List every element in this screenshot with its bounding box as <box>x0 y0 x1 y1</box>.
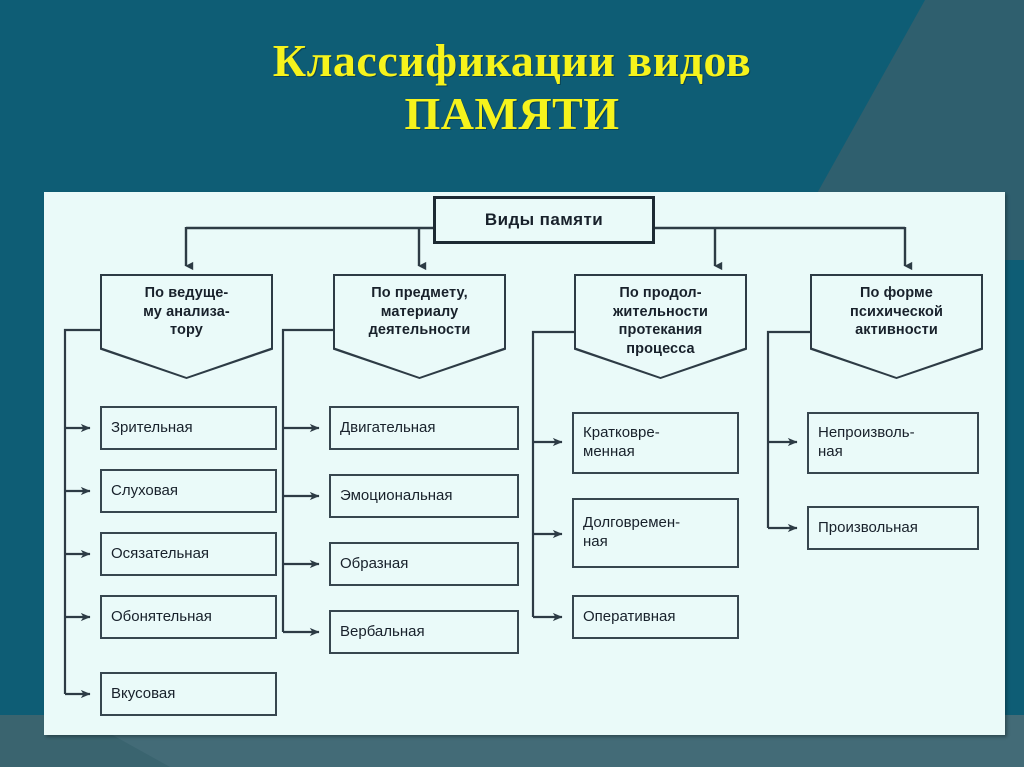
slide-title: Классификации видов ПАМЯТИ <box>0 34 1024 141</box>
leaf-node[interactable]: Долговремен- ная <box>572 498 739 568</box>
category-header-2-label: По предмету, материалу деятельности <box>368 285 471 339</box>
category-header-4-inner: По форме психической активности <box>812 276 981 377</box>
diagram-panel: Виды памяти По ведуще- му анализа- тору … <box>44 192 1005 735</box>
leaf-node[interactable]: Обонятельная <box>100 595 277 639</box>
leaf-node[interactable]: Эмоциональная <box>329 474 519 518</box>
category-header-1-label: По ведуще- му анализа- тору <box>143 285 230 339</box>
leaf-node[interactable]: Двигательная <box>329 406 519 450</box>
leaf-node[interactable]: Образная <box>329 542 519 586</box>
leaf-node[interactable]: Оперативная <box>572 595 739 639</box>
category-header-4-label: По форме психической активности <box>849 285 943 339</box>
category-header-4[interactable]: По форме психической активности <box>810 274 983 379</box>
category-header-3-label: По продол- жительности протекания процес… <box>612 285 709 357</box>
slide-title-line-1: Классификации видов <box>272 35 752 86</box>
leaf-node[interactable]: Произвольная <box>807 506 979 550</box>
leaf-node[interactable]: Вкусовая <box>100 672 277 716</box>
leaf-node[interactable]: Вербальная <box>329 610 519 654</box>
category-header-3-inner: По продол- жительности протекания процес… <box>576 276 745 377</box>
leaf-node[interactable]: Осязательная <box>100 532 277 576</box>
category-header-1[interactable]: По ведуще- му анализа- тору <box>100 274 273 379</box>
root-node-vidy-pamyati[interactable]: Виды памяти <box>433 196 655 244</box>
leaf-node[interactable]: Зрительная <box>100 406 277 450</box>
category-header-2-inner: По предмету, материалу деятельности <box>335 276 504 377</box>
category-header-1-inner: По ведуще- му анализа- тору <box>102 276 271 377</box>
slide-title-line-2: ПАМЯТИ <box>404 88 620 140</box>
leaf-node[interactable]: Слуховая <box>100 469 277 513</box>
category-header-3[interactable]: По продол- жительности протекания процес… <box>574 274 747 379</box>
leaf-node[interactable]: Кратковре- менная <box>572 412 739 474</box>
leaf-node[interactable]: Непроизволь- ная <box>807 412 979 474</box>
category-header-2[interactable]: По предмету, материалу деятельности <box>333 274 506 379</box>
